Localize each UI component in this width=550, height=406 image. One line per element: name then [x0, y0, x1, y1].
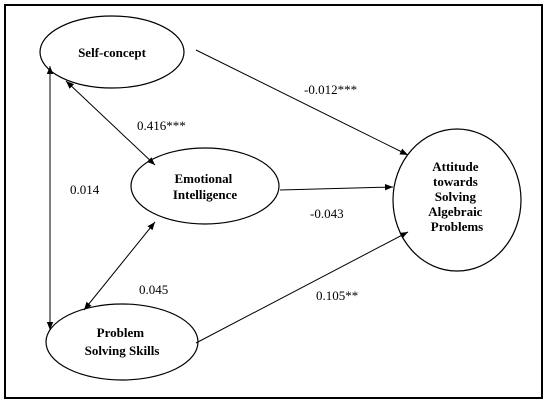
path-ei-ps — [83, 221, 156, 311]
path-ps-to-attitude — [195, 231, 409, 344]
node-problem-solving — [45, 303, 199, 381]
path-ei-to-attitude — [279, 184, 394, 191]
path-sc-to-attitude — [195, 49, 409, 156]
label-emotional-intelligence: Emotional Intelligence — [173, 171, 237, 202]
coef-ps-to-attitude: 0.105** — [316, 288, 358, 303]
label-problem-solving: Problem Solving Skills — [85, 325, 160, 358]
node-emotional-intelligence — [130, 147, 280, 225]
coef-ei-ps: 0.045 — [139, 282, 168, 297]
label-attitude: Attitude towards Solving Algebraic Probl… — [428, 159, 485, 234]
label-self-concept: Self-concept — [78, 45, 147, 60]
node-attitude — [392, 128, 522, 272]
coef-ei-to-attitude: -0.043 — [310, 206, 344, 221]
path-sc-ei — [65, 80, 156, 166]
coef-sc-ei: 0.416*** — [137, 118, 186, 133]
coef-sc-ps: 0.014 — [70, 182, 100, 197]
coef-sc-to-attitude: -0.012*** — [304, 82, 357, 97]
